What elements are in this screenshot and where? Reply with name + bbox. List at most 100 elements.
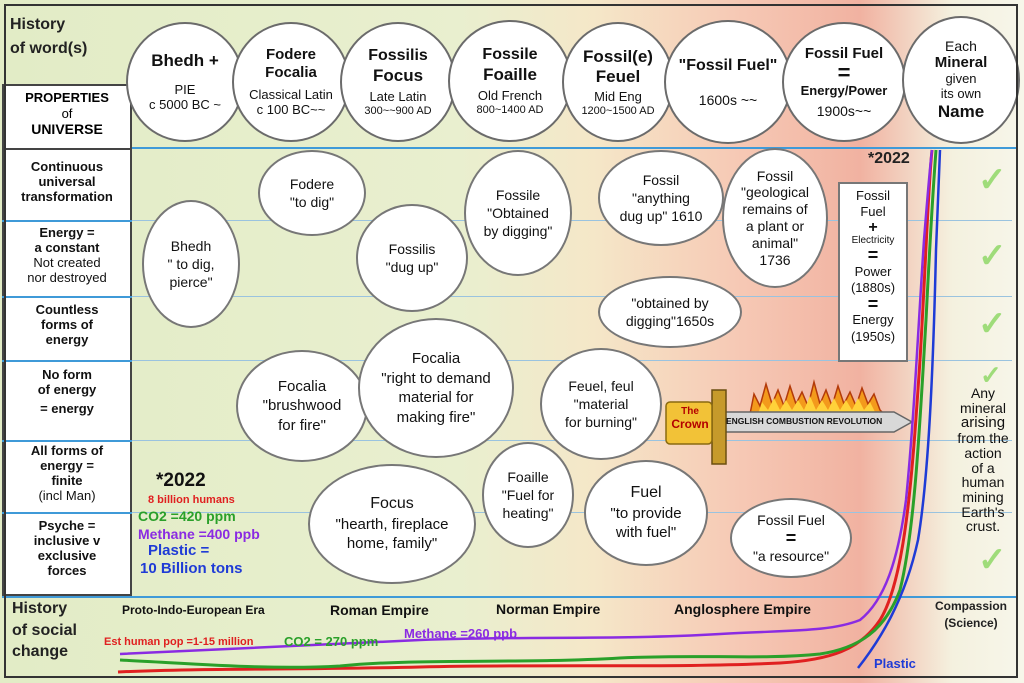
- bubble-focalia-brushwood: Focalia "brushwood for fire": [236, 350, 368, 462]
- compassion-line: Compassion: [934, 599, 1007, 613]
- bubble-line: "geological: [740, 184, 810, 201]
- bubble-line: home, family": [346, 535, 438, 553]
- bubble-line: " to dig,: [167, 255, 215, 272]
- bubble-line: Fuel: [630, 484, 662, 502]
- bubble-line: "right to demand: [381, 369, 491, 387]
- bubble-line: Fodere: [289, 175, 335, 192]
- bubble-line: =: [785, 527, 797, 548]
- social-line: of social: [12, 621, 77, 639]
- bubble-line: "to provide: [610, 504, 682, 522]
- prop-line: transformation: [21, 188, 113, 204]
- bubble-line: Feuel, feul: [568, 377, 634, 394]
- bubble-foaille: Foaille "Fuel for heating": [482, 442, 574, 548]
- of-label: of: [61, 105, 73, 121]
- era-proto-indo-european: Proto-Indo-European Era: [122, 603, 265, 617]
- mineral-line: Any: [970, 385, 996, 401]
- power-box: Fossil Fuel + Electricity = Power (1880s…: [838, 182, 908, 362]
- bubble-line: "obtained by: [631, 294, 709, 311]
- title-line-1: History: [10, 16, 66, 33]
- bubble-line: "anything: [632, 189, 690, 206]
- history-title: Fossil(e): [583, 46, 653, 66]
- prop-separator: [2, 360, 132, 362]
- prop-line: Not created: [33, 254, 101, 270]
- stats-2022-plastic: Plastic =: [148, 542, 210, 559]
- bubble-focalia-right: Focalia "right to demand material for ma…: [358, 318, 514, 458]
- era-anglosphere-empire: Anglosphere Empire: [674, 601, 811, 617]
- universe-label: UNIVERSE: [31, 121, 103, 138]
- history-title: "Fossil Fuel": [678, 57, 778, 75]
- bubble-line: Fossile: [495, 186, 541, 203]
- stats-2022-plastic-amount: 10 Billion tons: [140, 560, 243, 577]
- methane-label: Methane =260 ppb: [404, 626, 518, 641]
- bubble-line: "to dig": [289, 194, 335, 210]
- properties-label: PROPERTIES: [25, 90, 109, 105]
- history-title: Foaille: [483, 64, 537, 84]
- bubble-line: making fire": [396, 408, 476, 426]
- prop-line: forms of: [41, 316, 93, 332]
- bubble-line: Foaille: [507, 468, 549, 485]
- properties-header: PROPERTIES of UNIVERSE: [2, 84, 132, 150]
- property-energy-constant: Energy = a constant Not created nor dest…: [6, 225, 128, 286]
- mineral-line: action: [964, 444, 1002, 461]
- history-title: Name: [937, 101, 985, 121]
- prop-line: a constant: [34, 239, 100, 255]
- power-line: Energy: [852, 312, 894, 328]
- crown-line: Crown: [671, 416, 709, 431]
- power-line: Fossil: [856, 188, 890, 203]
- prop-line: of energy: [37, 381, 97, 397]
- flames-icon: [749, 379, 886, 415]
- history-circle-pie: Bhedh + PIE c 5000 BC ~: [126, 22, 244, 142]
- history-sub: 1200~1500 AD: [581, 104, 655, 117]
- bubble-line: by digging": [483, 223, 553, 240]
- prop-line: (incl Man): [38, 487, 96, 503]
- bubble-line: Fossil Fuel: [757, 511, 825, 528]
- bubble-fossile: Fossile "Obtained by digging": [464, 150, 572, 276]
- history-circle-late-latin: Fossilis Focus Late Latin 300~~900 AD: [340, 22, 456, 142]
- prop-separator: [2, 296, 132, 298]
- history-title: Fossil Fuel: [804, 45, 884, 63]
- bubble-line: Fossil: [756, 167, 794, 184]
- bubble-line: a plant or: [745, 218, 805, 234]
- year-2022-top: *2022: [868, 150, 910, 167]
- check-icon: ✓: [978, 237, 1007, 275]
- power-line: =: [867, 294, 879, 315]
- history-title: Fossile: [482, 46, 538, 64]
- stats-2022-methane: Methane =400 ppb: [138, 526, 260, 542]
- power-line: =: [867, 245, 879, 266]
- power-line: +: [868, 218, 878, 236]
- sword-guard: [711, 389, 727, 465]
- property-finite: All forms of energy = finite (incl Man): [6, 443, 128, 504]
- bubble-bhedh: Bhedh " to dig, pierce": [142, 200, 240, 328]
- bubble-line: 1736: [759, 251, 791, 268]
- bubble-line: Focus: [370, 495, 414, 513]
- bubble-line: with fuel": [615, 524, 677, 542]
- bottom-rule: [2, 596, 1018, 598]
- history-circle-classical-latin: Fodere Focalia Classical Latin c 100 BC~…: [232, 22, 350, 142]
- history-sub: given: [945, 70, 977, 86]
- bubble-line: material for: [398, 389, 474, 406]
- property-countless-forms: Countless forms of energy: [6, 302, 128, 348]
- history-sub: Mid Eng: [594, 88, 642, 104]
- history-title: Feuel: [595, 67, 641, 87]
- bubble-focus: Focus "hearth, fireplace home, family": [308, 464, 476, 584]
- prop-line: = energy: [40, 400, 94, 416]
- prop-line: Countless: [35, 302, 99, 317]
- history-sub: c 100 BC~~: [256, 102, 326, 117]
- history-title: Mineral: [934, 53, 988, 71]
- prop-line: exclusive: [37, 547, 97, 563]
- bubble-fossil-1610: Fossil "anything dug up" 1610: [598, 150, 724, 246]
- prop-separator: [2, 220, 132, 222]
- history-title: Energy/Power: [800, 83, 888, 99]
- check-icon: ✓: [980, 360, 1002, 390]
- prop-line: forces: [47, 562, 87, 578]
- bubble-line: for burning": [565, 414, 637, 431]
- history-sub: 1900s~~: [816, 102, 872, 119]
- prop-separator: [2, 440, 132, 442]
- bubble-fossil-1736: Fossil "geological remains of a plant or…: [722, 148, 828, 288]
- mineral-line: mining: [962, 488, 1004, 505]
- stats-2022-humans: 8 billion humans: [148, 494, 235, 506]
- mineral-line: human: [961, 474, 1005, 491]
- social-line: History: [12, 600, 68, 617]
- history-sub: its own: [940, 85, 982, 101]
- blade-label: ENGLISH COMBUSTION REVOLUTION: [726, 416, 883, 426]
